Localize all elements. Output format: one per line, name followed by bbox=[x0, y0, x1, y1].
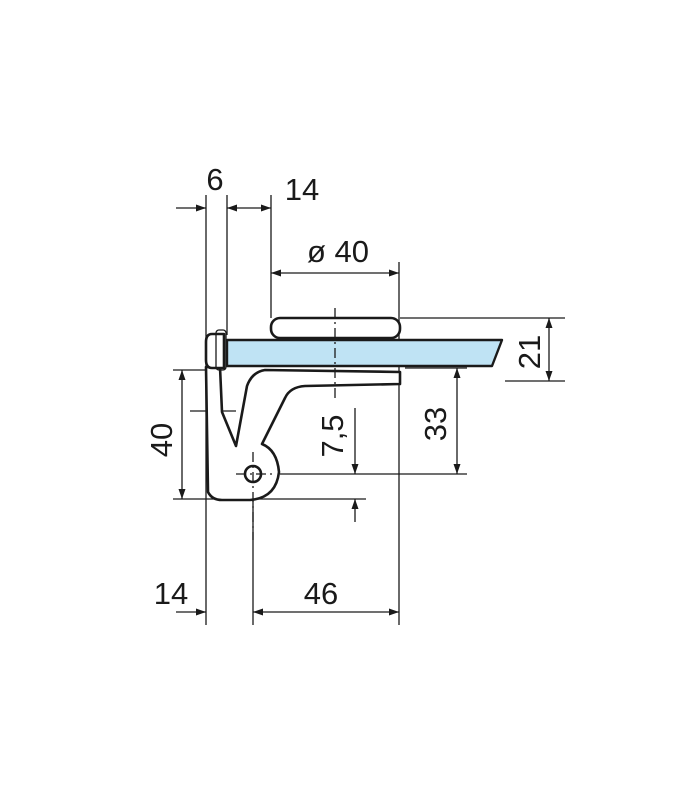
clamp-body bbox=[204, 316, 504, 502]
dim-height-right: 33 bbox=[418, 407, 453, 441]
dimension-lines bbox=[176, 204, 553, 616]
lower-bracket bbox=[204, 365, 402, 502]
dim-bottom-left: 14 bbox=[154, 576, 188, 611]
dim-diameter: ø 40 bbox=[307, 234, 369, 269]
dim-top-left: 6 bbox=[206, 162, 223, 197]
centre-lines bbox=[236, 308, 336, 540]
dim-glass-thickness: 21 bbox=[512, 335, 547, 369]
wall-plate bbox=[204, 332, 226, 370]
dim-top-right: 14 bbox=[285, 172, 319, 207]
dimension-labels: 6 14 ø 40 21 33 7,5 40 14 46 bbox=[144, 162, 547, 611]
dim-offset-inner: 7,5 bbox=[315, 414, 350, 457]
dim-height-left: 40 bbox=[144, 423, 179, 457]
set-screw bbox=[215, 329, 227, 371]
dim-bottom-right: 46 bbox=[304, 576, 338, 611]
glass-panel bbox=[225, 338, 504, 368]
